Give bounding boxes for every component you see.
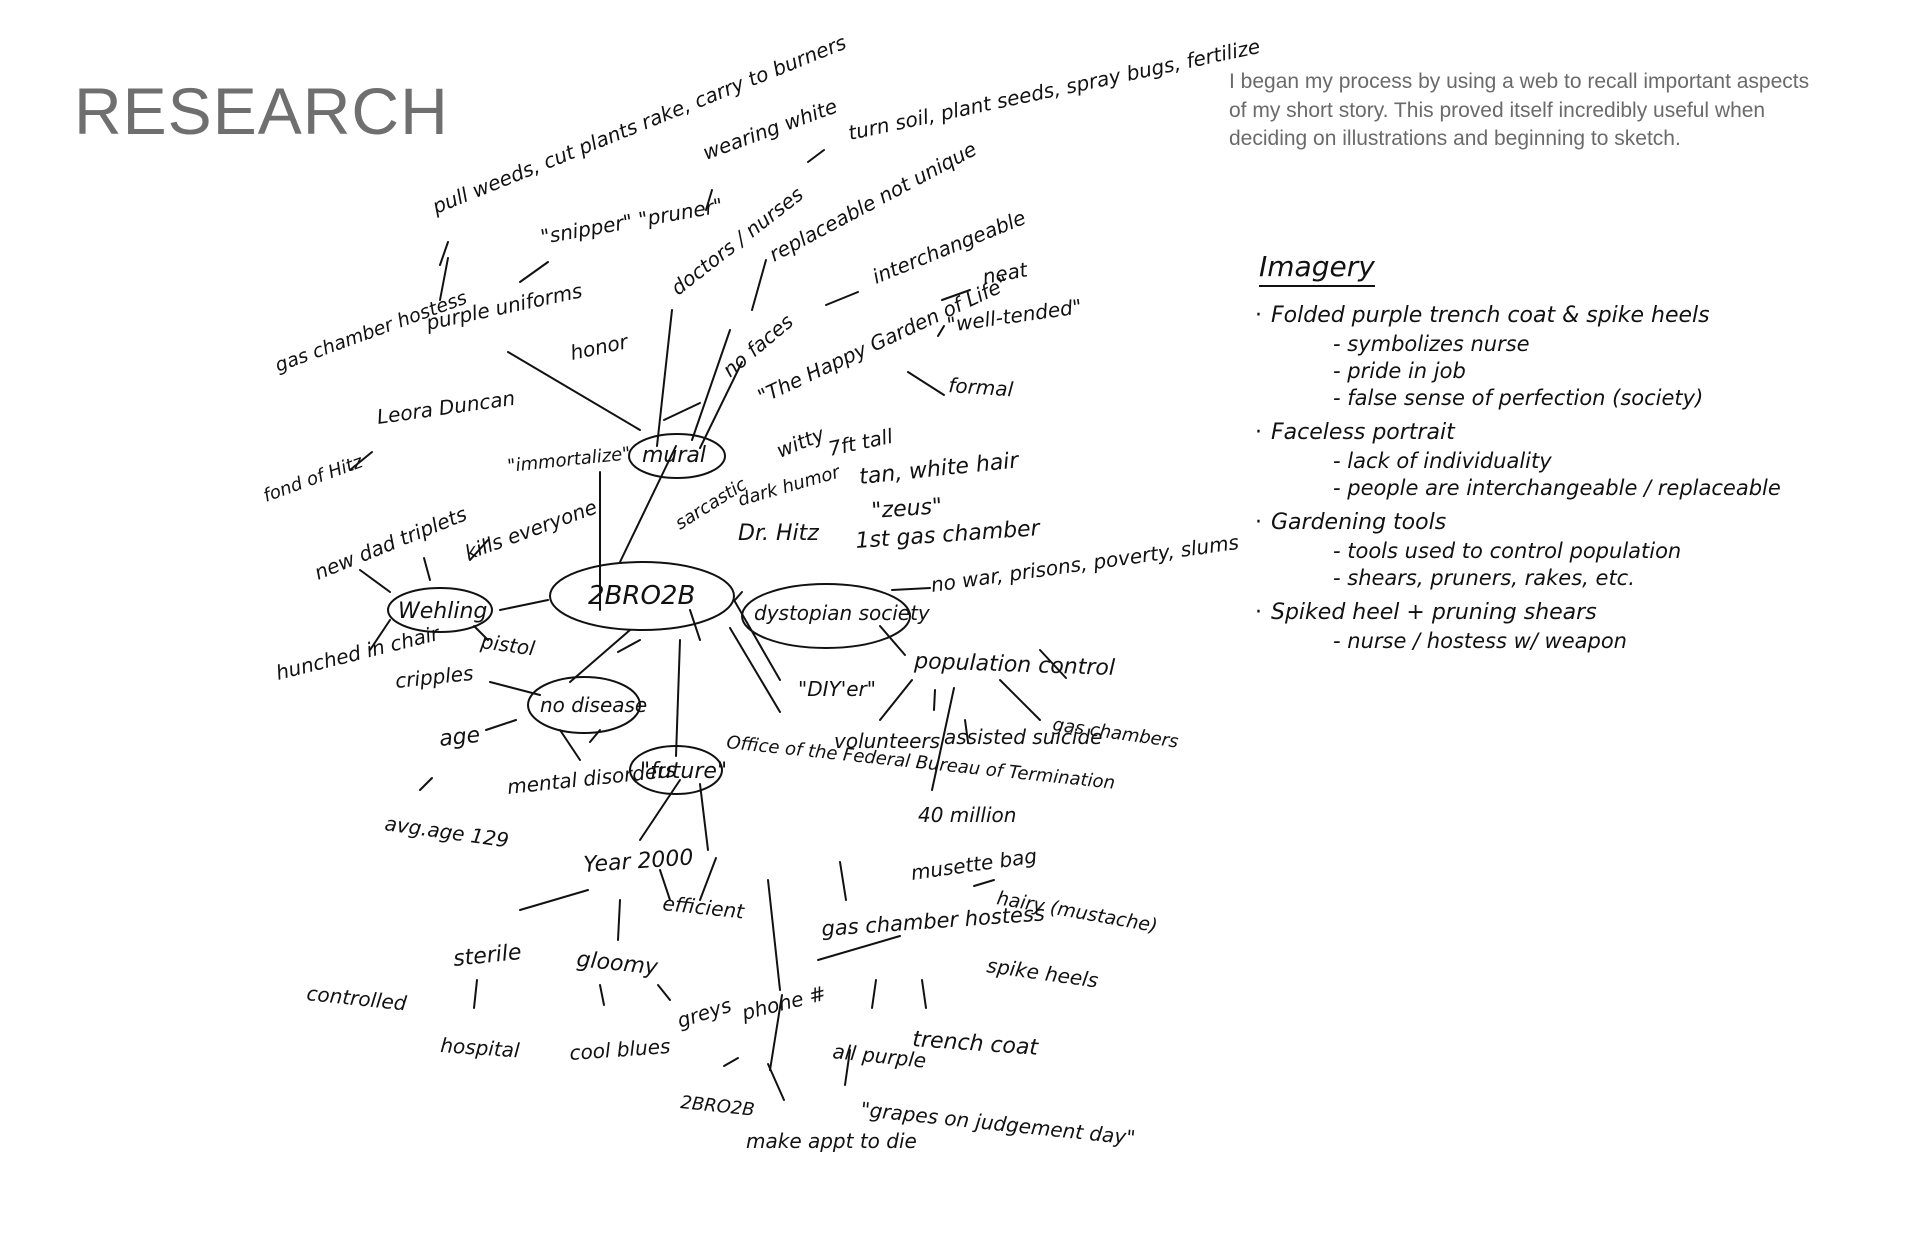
web-label: Year 2000	[583, 845, 695, 878]
web-label: "DIY'er"	[798, 677, 876, 701]
imagery-notes: Imagery ·Folded purple trench coat & spi…	[1255, 250, 1895, 661]
web-label: hospital	[440, 1033, 521, 1062]
web-label: age	[438, 723, 481, 752]
page-title: RESEARCH	[74, 74, 449, 148]
web-label: turn soil, plant seeds, spray bugs, fert…	[846, 34, 1262, 145]
imagery-group: ·Folded purple trench coat & spike heels…	[1255, 301, 1895, 412]
connector-lines	[349, 149, 1067, 1101]
imagery-subitem: - pride in job	[1333, 359, 1466, 383]
web-label: sterile	[452, 940, 523, 972]
web-label: phone #	[738, 981, 828, 1025]
imagery-item: ·Spiked heel + pruning shears	[1255, 598, 1895, 628]
dystopian-node-ellipse	[741, 583, 911, 649]
imagery-subitem: - people are interchangeable / replaceab…	[1333, 476, 1781, 500]
imagery-heading: Imagery	[1259, 250, 1375, 287]
web-label: witty	[773, 421, 829, 462]
web-label: population control	[913, 649, 1116, 681]
center-node: 2BRO2B	[588, 581, 695, 611]
imagery-item: ·Folded purple trench coat & spike heels	[1255, 301, 1895, 331]
web-label: spike heels	[985, 953, 1099, 992]
web-label: fond of Hitz	[261, 451, 366, 506]
intro-paragraph: I began my process by using a web to rec…	[1229, 70, 1810, 150]
web-label: kills everyone	[462, 495, 601, 565]
mural-node-ellipse	[628, 433, 726, 479]
imagery-group: ·Faceless portrait - lack of individuali…	[1255, 418, 1895, 502]
imagery-group: ·Spiked heel + pruning shears - nurse / …	[1255, 598, 1895, 655]
web-label: dark humor	[736, 461, 844, 511]
web-label: efficient	[661, 891, 746, 924]
web-label: honor	[568, 329, 632, 365]
web-label: "immortalize"	[506, 443, 631, 477]
web-label: "snipper" "pruner"	[539, 193, 725, 249]
imagery-subitem: - false sense of perfection (society)	[1333, 386, 1704, 410]
imagery-subitem: - tools used to control population	[1333, 539, 1682, 563]
web-label: Dr. Hitz	[738, 521, 819, 546]
web-label: gloomy	[575, 947, 660, 980]
web-label: formal	[948, 373, 1015, 401]
web-label: 2BRO2B	[679, 1092, 755, 1121]
bullet-dot-icon: ·	[1255, 303, 1262, 328]
imagery-item: ·Gardening tools	[1255, 508, 1895, 538]
no-disease-node: no disease	[540, 693, 647, 717]
imagery-subitem: - lack of individuality	[1333, 449, 1552, 473]
web-label: musette bag	[909, 844, 1038, 885]
web-label: new dad triplets	[311, 502, 470, 585]
web-label: "zeus"	[871, 494, 943, 524]
wehling-node-ellipse	[387, 587, 493, 633]
web-label: avg.age 129	[383, 811, 510, 852]
web-label: cripples	[394, 661, 475, 693]
imagery-group: ·Gardening tools - tools used to control…	[1255, 508, 1895, 592]
mural-node: mural	[642, 443, 706, 468]
web-label: purple uniforms	[423, 278, 584, 335]
dystopian-node: dystopian society	[754, 601, 931, 625]
bullet-dot-icon: ·	[1255, 600, 1262, 625]
web-label: greys	[674, 993, 734, 1033]
web-label: 40 million	[918, 803, 1016, 827]
web-label: mental disorders	[506, 757, 677, 799]
wehling-node: Wehling	[398, 599, 487, 624]
bullet-dot-icon: ·	[1255, 510, 1262, 535]
imagery-item: ·Faceless portrait	[1255, 418, 1895, 448]
bullet-dot-icon: ·	[1255, 420, 1262, 445]
future-node-ellipse	[629, 745, 723, 795]
web-label: controlled	[305, 981, 408, 1015]
web-label: cool blues	[569, 1034, 671, 1065]
web-label: pistol	[478, 629, 537, 661]
center-node-ellipse	[549, 561, 735, 631]
web-label: trench coat	[912, 1027, 1041, 1061]
future-node: "future"	[640, 759, 727, 784]
web-label: assisted suicide	[944, 725, 1102, 749]
web-label: gas chamber hostess	[821, 901, 1046, 941]
web-label: 7ft tall	[826, 424, 895, 461]
web-label: make appt to die	[746, 1129, 917, 1153]
imagery-subitem: - shears, pruners, rakes, etc.	[1333, 566, 1635, 590]
imagery-subitem: - nurse / hostess w/ weapon	[1333, 629, 1627, 653]
web-label: Leora Duncan	[375, 386, 516, 429]
imagery-subitem: - symbolizes nurse	[1333, 332, 1530, 356]
web-label: volunteers	[834, 729, 940, 753]
no-disease-node-ellipse	[527, 676, 641, 734]
web-label: tan, white hair	[858, 448, 1022, 490]
